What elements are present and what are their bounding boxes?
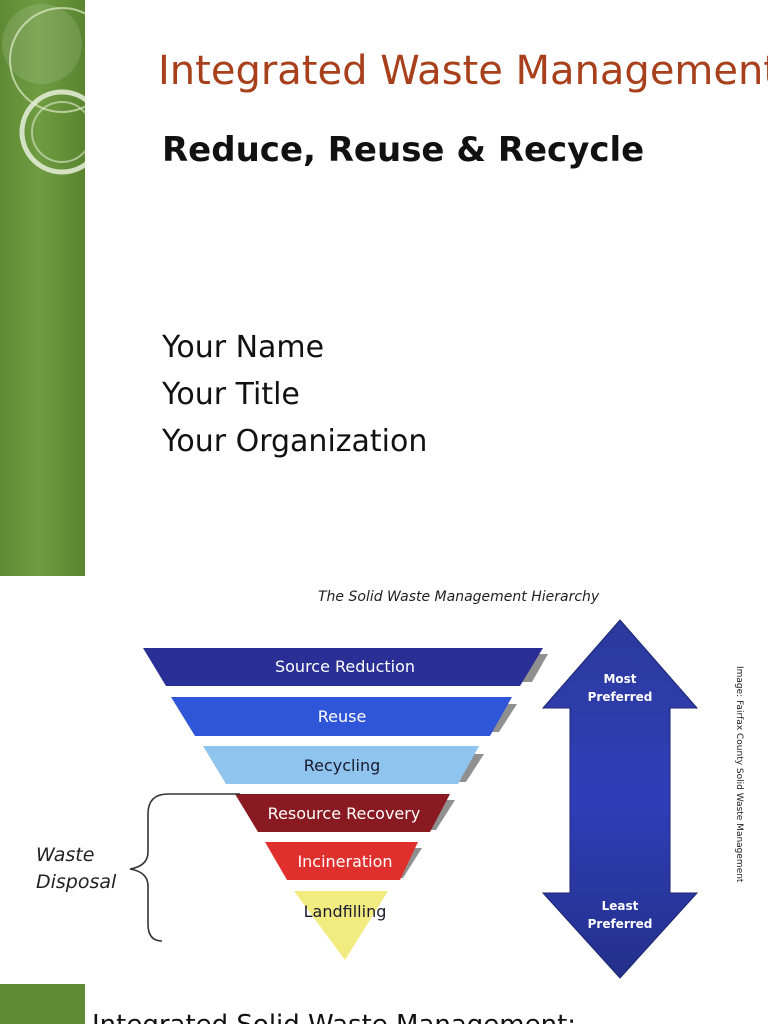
next-slide-title: Integrated Solid Waste Management: bbox=[92, 1010, 576, 1024]
presenter-name: Your Name bbox=[162, 330, 325, 365]
decorative-sidebar-next bbox=[0, 984, 85, 1024]
band-source-reduction bbox=[143, 648, 543, 686]
decorative-sidebar bbox=[0, 0, 85, 576]
presenter-organization: Your Organization bbox=[162, 424, 428, 459]
hierarchy-diagram bbox=[129, 619, 699, 979]
band-incineration bbox=[265, 842, 418, 880]
presenter-title: Your Title bbox=[162, 377, 300, 412]
waste-disposal-line2: Disposal bbox=[36, 871, 117, 893]
most-preferred-line1: Most bbox=[603, 672, 637, 686]
label-recycling: Recycling bbox=[303, 756, 381, 775]
next-slide: Integrated Solid Waste Management: bbox=[0, 984, 768, 1024]
image-credit: Image: Fairfax County Solid Waste Manage… bbox=[734, 666, 744, 883]
least-preferred-line2: Preferred bbox=[587, 917, 653, 931]
label-resource-recovery: Resource Recovery bbox=[267, 804, 421, 823]
label-landfilling: Landfilling bbox=[303, 902, 387, 921]
waste-disposal-line1: Waste bbox=[36, 844, 95, 866]
page-gap bbox=[0, 576, 768, 584]
most-preferred-line2: Preferred bbox=[587, 690, 653, 704]
figure-title: The Solid Waste Management Hierarchy bbox=[318, 589, 600, 605]
band-resource-recovery bbox=[235, 794, 450, 832]
label-incineration: Incineration bbox=[297, 852, 393, 871]
waste-disposal-bracket bbox=[129, 793, 240, 942]
title-slide: Integrated Waste Management Reduce, Reus… bbox=[0, 0, 768, 576]
most-preferred-label: Most Preferred bbox=[580, 670, 660, 706]
decorative-circles-icon bbox=[2, 4, 85, 175]
waste-disposal-label: Waste Disposal bbox=[36, 842, 126, 896]
least-preferred-line1: Least bbox=[601, 899, 639, 913]
slide-subtitle: Reduce, Reuse & Recycle bbox=[162, 130, 645, 170]
band-landfilling bbox=[294, 891, 388, 960]
band-reuse bbox=[171, 697, 512, 736]
band-recycling bbox=[203, 746, 479, 784]
label-reuse: Reuse bbox=[317, 707, 367, 726]
slide-title: Integrated Waste Management bbox=[158, 48, 768, 94]
least-preferred-label: Least Preferred bbox=[580, 897, 660, 933]
label-source-reduction: Source Reduction bbox=[274, 657, 416, 676]
preference-double-arrow bbox=[541, 619, 699, 979]
waste-hierarchy-figure: The Solid Waste Management Hierarchy bbox=[0, 584, 768, 984]
presenter-info: Your Name Your Title Your Organization bbox=[162, 324, 427, 465]
